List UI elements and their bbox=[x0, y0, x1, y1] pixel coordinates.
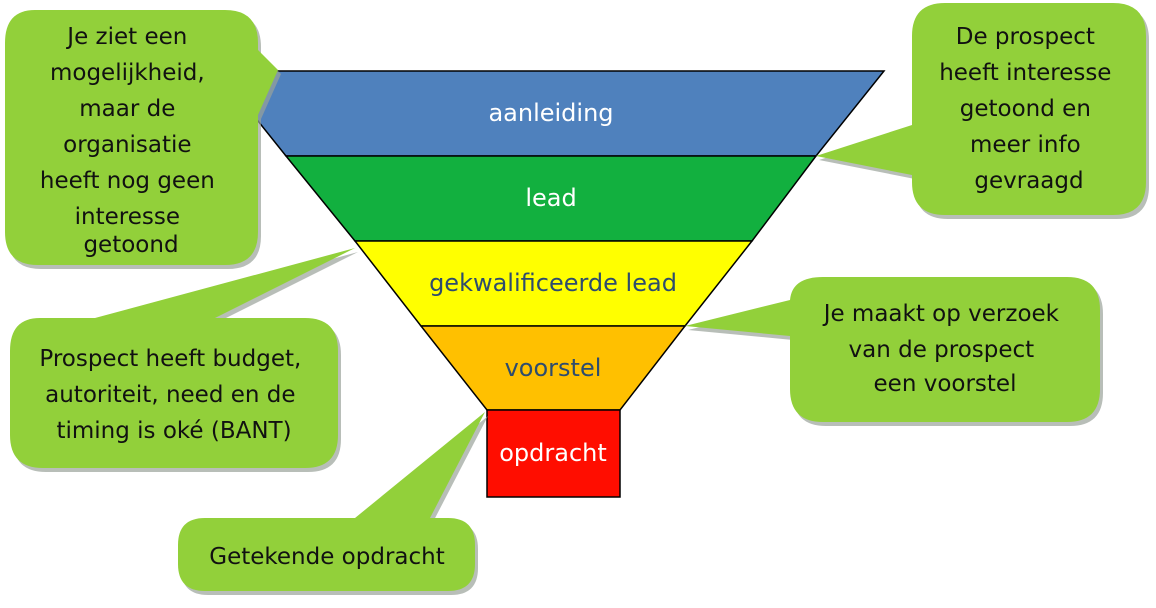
callout-opdracht: Getekende opdracht bbox=[178, 412, 488, 595]
stage-label-lead: lead bbox=[525, 184, 576, 212]
svg-text:Je ziet een mogelijkheid: Je ziet een mogelijkheid, maar de organi… bbox=[40, 24, 222, 258]
callout-gekwalificeerde-lead: Prospect heeft budget, autoriteit, need … bbox=[10, 248, 358, 472]
stage-label-opdracht: opdracht bbox=[499, 439, 607, 467]
stage-label-voorstel: voorstel bbox=[505, 354, 602, 382]
svg-text:De prospect heeft intere: De prospect heeft interesse getoond en m… bbox=[939, 24, 1119, 194]
svg-text:Je maakt op verzoek van: Je maakt op verzoek van de prospect een … bbox=[822, 301, 1067, 397]
callout-lead: De prospect heeft interesse getoond en m… bbox=[816, 3, 1149, 219]
callout-aanleiding: Je ziet een mogelijkheid, maar de organi… bbox=[5, 10, 281, 269]
callout-voorstel: Je maakt op verzoek van de prospect een … bbox=[685, 277, 1103, 426]
stage-label-gekwalificeerde-lead: gekwalificeerde lead bbox=[429, 269, 677, 297]
svg-text:Prospect heeft budget, a: Prospect heeft budget, autoriteit, need … bbox=[39, 346, 308, 444]
svg-text:Getekende opdracht: Getekende opdracht bbox=[209, 544, 445, 570]
funnel bbox=[216, 70, 886, 498]
stage-label-aanleiding: aanleiding bbox=[488, 99, 613, 127]
stage-box-opdracht bbox=[486, 409, 621, 498]
